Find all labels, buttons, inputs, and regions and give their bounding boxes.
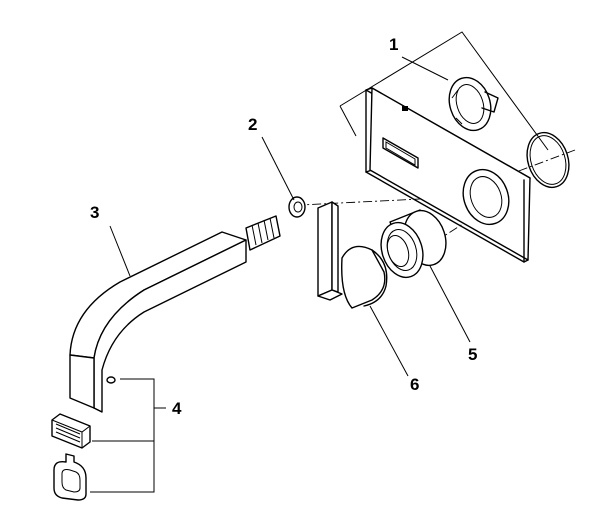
part-number-4: 4 — [172, 399, 182, 418]
part-1-wall-plate-assembly — [339, 31, 570, 263]
part-2-threaded-nut — [261, 136, 306, 218]
part-number-2: 2 — [248, 115, 257, 134]
part-number-3: 3 — [90, 203, 99, 222]
part-number-1: 1 — [389, 35, 398, 54]
part-4-aerator-set — [51, 376, 166, 501]
part-6-lever-handle — [317, 201, 409, 377]
part-3-spout — [69, 215, 281, 413]
part-number-6: 6 — [410, 375, 419, 394]
part-number-5: 5 — [468, 345, 477, 364]
part-5-cartridge-sleeve — [380, 209, 471, 343]
